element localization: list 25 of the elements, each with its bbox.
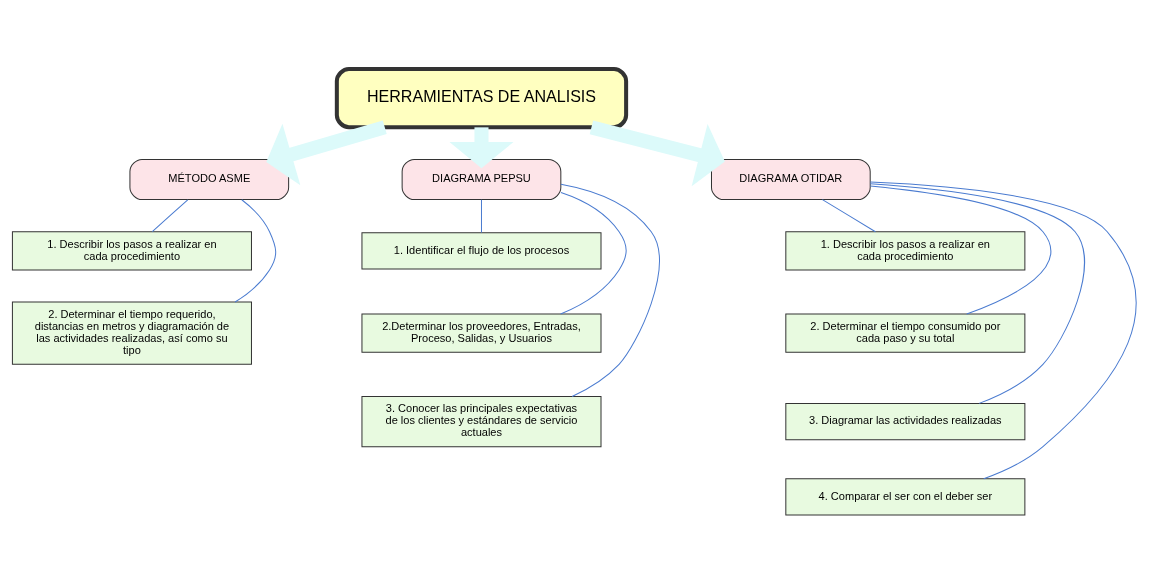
connector — [869, 183, 1085, 404]
node-box: DIAGRAMA PEPSU — [401, 158, 562, 201]
node-box: 2.Determinar los proveedores, Entradas, Proceso, Salidas, y Usuarios — [361, 313, 602, 353]
node-box: 1. Identificar el flujo de los procesos — [361, 232, 602, 270]
node-box: 4. Comparar el ser con el deber ser — [785, 478, 1026, 516]
connector — [560, 183, 660, 397]
connector — [151, 199, 189, 233]
node-box: 2. Determinar el tiempo requerido, distancias en metros y diagramación de las actividades realizadas, así como su tipo — [11, 301, 252, 365]
node-box: 1. Describir los pasos a realizar en cada procedimiento — [785, 231, 1026, 271]
arrow — [266, 120, 387, 186]
connector — [481, 199, 482, 233]
connector — [821, 199, 876, 233]
arrow — [589, 120, 725, 187]
node-box: HERRAMIENTAS DE ANALISIS — [334, 67, 629, 130]
connector — [869, 185, 1052, 315]
node-box: DIAGRAMA OTIDAR — [711, 158, 871, 201]
connector — [869, 181, 1137, 480]
connector — [560, 192, 627, 315]
connector — [234, 199, 277, 303]
node-box: 3. Diagramar las actividades realizadas — [785, 403, 1026, 441]
arrow — [449, 127, 514, 169]
node-box: 1. Describir los pasos a realizar en cada procedimiento — [11, 231, 252, 271]
node-box: 2. Determinar el tiempo consumido por cada paso y su total — [785, 313, 1026, 353]
node-box: MÉTODO ASME — [129, 158, 290, 201]
node-box: 3. Conocer las principales expectativas de los clientes y estándares de servicio actuales — [361, 395, 602, 448]
